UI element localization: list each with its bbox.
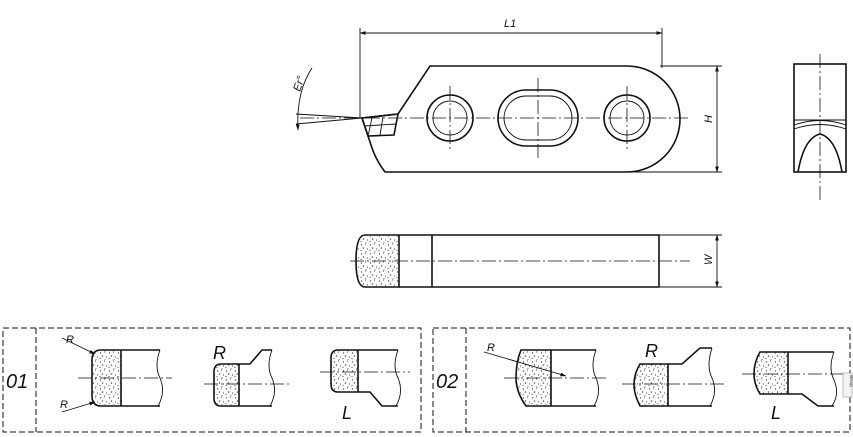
front-view: W (350, 234, 722, 288)
abrasive-segment (331, 350, 358, 392)
variant-code: 02 (436, 371, 458, 393)
tool-body-outline (360, 65, 681, 173)
left-hand-label: L (342, 403, 352, 423)
variant-panel-01: 01 R R R L (2, 327, 422, 433)
width-dimension-label: W (703, 253, 715, 265)
variant-01-right: R (204, 343, 290, 407)
length-dimension-label: L1 (504, 18, 516, 30)
abrasive-segment (214, 364, 239, 406)
side-view (793, 54, 847, 200)
left-hand-label: L (771, 403, 781, 423)
radius-label: R (60, 399, 68, 411)
corner-mark-text: 部品 (848, 375, 853, 387)
right-hand-label: R (645, 341, 658, 361)
variant-panel-02: 02 R R L (432, 327, 853, 433)
height-dimension-label: H (703, 115, 715, 123)
right-hand-label: R (213, 343, 226, 363)
variant-02-radius: R (483, 342, 608, 407)
variant-01-left: L (320, 349, 410, 423)
corner-mark: 部品 (842, 372, 853, 398)
cutting-tip (360, 113, 399, 137)
variant-02-left: L (742, 351, 846, 423)
front-view-body (355, 234, 660, 288)
radius-label: R (487, 342, 495, 354)
top-view: L1 Er° H (291, 18, 722, 173)
variant-02-right: R (622, 341, 724, 407)
abrasive-segment (634, 364, 668, 406)
variant-01-radius-both: R R (60, 334, 172, 413)
variant-code: 01 (6, 371, 28, 393)
abrasive-segment (754, 352, 788, 394)
angle-label: Er° (291, 74, 307, 93)
radius-label: R (66, 334, 74, 346)
